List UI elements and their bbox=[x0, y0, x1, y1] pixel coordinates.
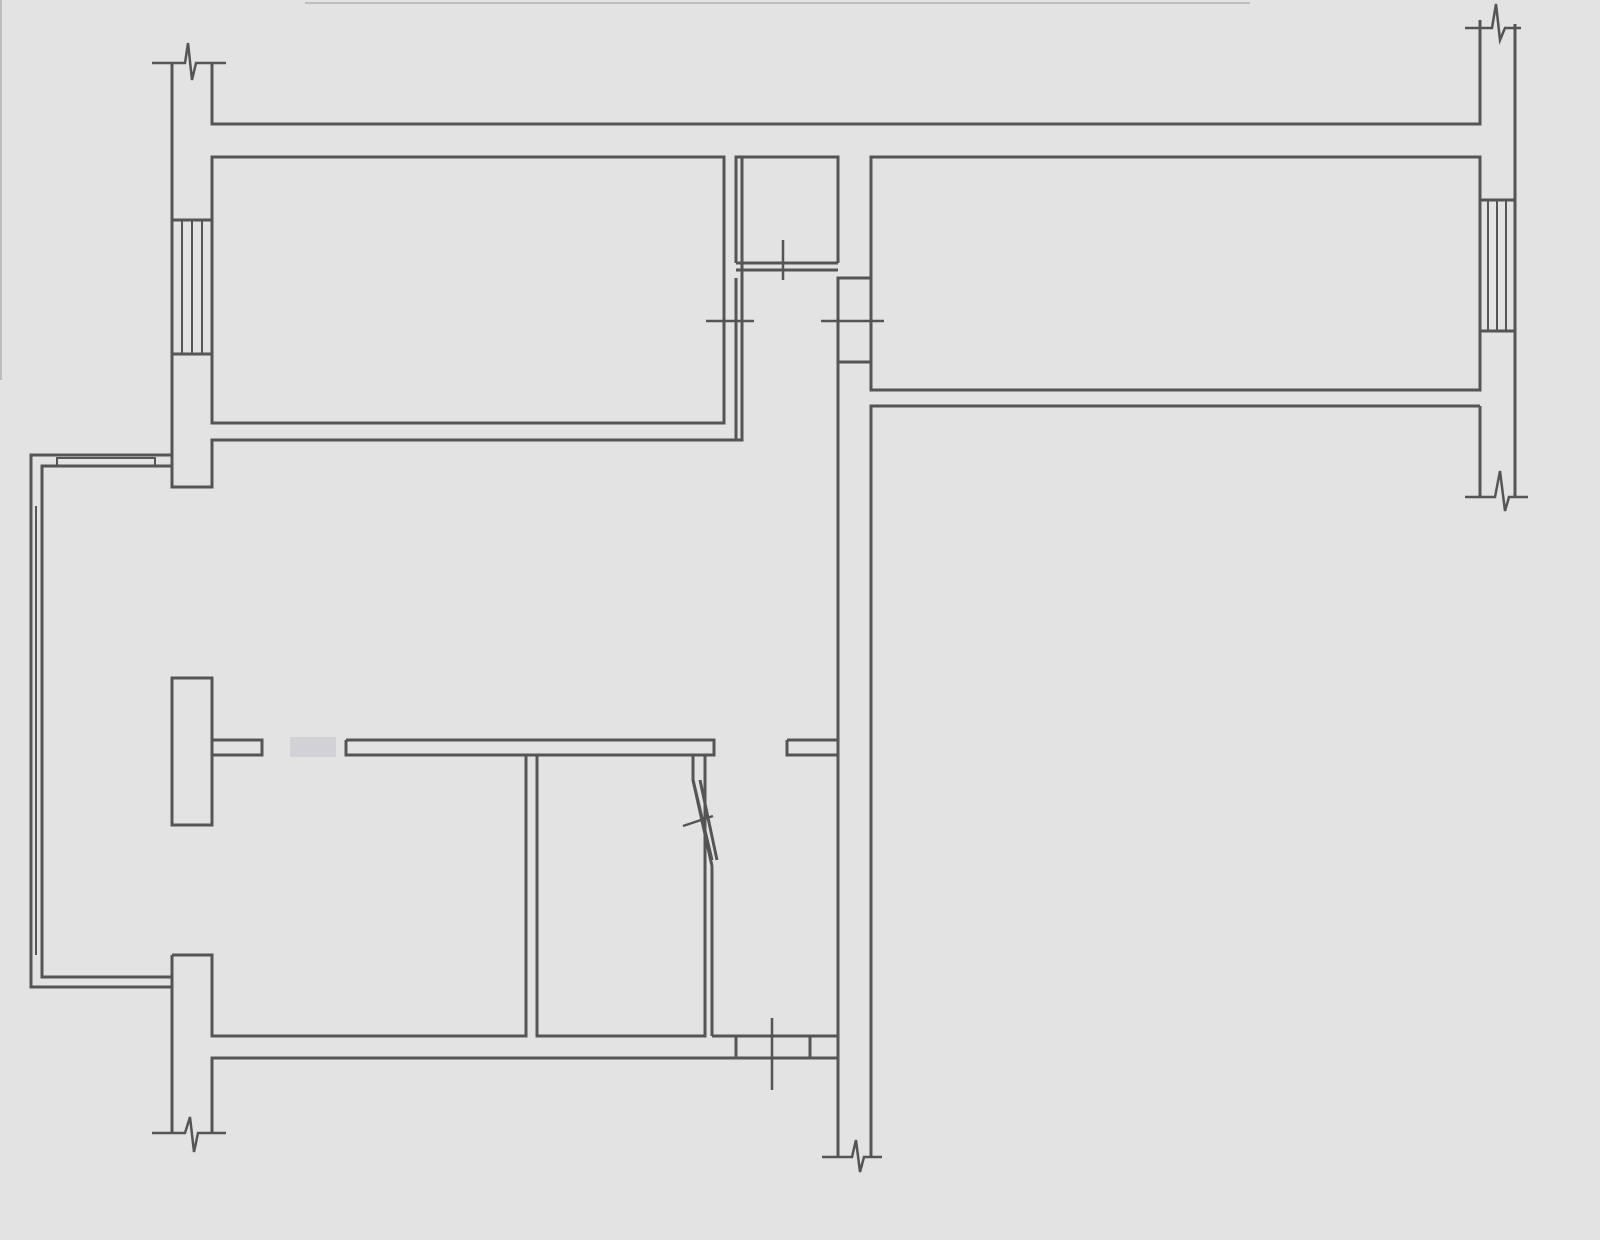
partition-wall-stub bbox=[212, 738, 264, 757]
partition-window bbox=[290, 737, 336, 757]
corridor-wall-right-outer bbox=[869, 404, 1480, 1157]
exterior-wall-bottom-left bbox=[172, 953, 214, 966]
room-lower-middle bbox=[535, 753, 707, 1038]
cross-tick-icon bbox=[682, 240, 884, 1090]
exterior-wall-top-left bbox=[210, 20, 1482, 126]
exterior-wall-bottom-inner bbox=[210, 1056, 840, 1157]
bay-wall-inner bbox=[40, 464, 172, 979]
angled-door-leaf-b bbox=[698, 779, 719, 861]
room-top-hall bbox=[734, 155, 840, 263]
interior-pier bbox=[170, 676, 214, 827]
room-lower-left bbox=[210, 755, 528, 1038]
partition-wall-main bbox=[344, 738, 716, 757]
bay-wall-outer bbox=[29, 453, 172, 989]
room-upper-left bbox=[210, 155, 726, 425]
exterior-wall-left-outer bbox=[170, 63, 744, 489]
partition-wall-right-stub bbox=[785, 738, 840, 757]
window-left bbox=[170, 218, 214, 356]
bay-top-window bbox=[56, 457, 156, 467]
room-upper-right bbox=[869, 155, 1482, 392]
window-right bbox=[1478, 198, 1517, 333]
zigzag-break-icon bbox=[152, 3, 1528, 1173]
